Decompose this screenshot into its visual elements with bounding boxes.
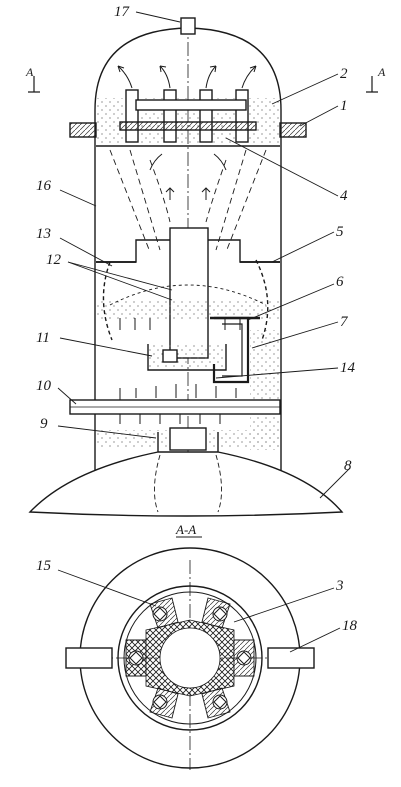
section-marker-left xyxy=(28,76,40,93)
bottom-dome xyxy=(28,451,344,517)
callout-9: 9 xyxy=(40,416,48,432)
section-letter-left: A xyxy=(25,65,34,79)
callout-3: 3 xyxy=(335,578,344,594)
callout-6: 6 xyxy=(336,274,344,290)
callout-7: 7 xyxy=(340,314,349,330)
section-left-nozzle xyxy=(65,647,113,669)
callout-16: 16 xyxy=(36,178,52,194)
cartridge-3 xyxy=(199,89,213,143)
callout-10: 10 xyxy=(36,378,52,394)
cartridge-1 xyxy=(125,89,139,143)
section-cartridges xyxy=(128,606,252,710)
callout-17: 17 xyxy=(114,4,131,20)
right-nozzle xyxy=(279,122,307,138)
cartridge-bar xyxy=(135,99,247,111)
left-nozzle xyxy=(69,122,97,138)
callout-15: 15 xyxy=(36,558,52,574)
cartridge-2 xyxy=(163,89,177,143)
cartridge-plate xyxy=(119,121,257,131)
callout-4: 4 xyxy=(340,188,348,204)
top-nozzle xyxy=(180,17,196,35)
bypass-channel xyxy=(102,261,113,341)
section-letter-right: A xyxy=(377,65,386,79)
callout-18: 18 xyxy=(342,618,358,634)
callout-8: 8 xyxy=(344,458,352,474)
liquid-dome xyxy=(109,284,267,306)
section-title: A-A xyxy=(175,522,196,537)
central-pipe xyxy=(169,227,209,359)
section-right-nozzle xyxy=(267,647,315,669)
callout-14: 14 xyxy=(340,360,356,376)
callout-11: 11 xyxy=(36,330,50,346)
mid-liquid xyxy=(96,300,280,320)
callout-12: 12 xyxy=(46,252,62,268)
inlet-neck xyxy=(157,432,219,452)
callout-1: 1 xyxy=(340,98,348,114)
callout-13: 13 xyxy=(36,226,51,242)
callout-5: 5 xyxy=(336,224,344,240)
callout-2: 2 xyxy=(340,66,348,82)
section-marker-right xyxy=(366,76,378,93)
cartridge-4 xyxy=(235,89,249,143)
